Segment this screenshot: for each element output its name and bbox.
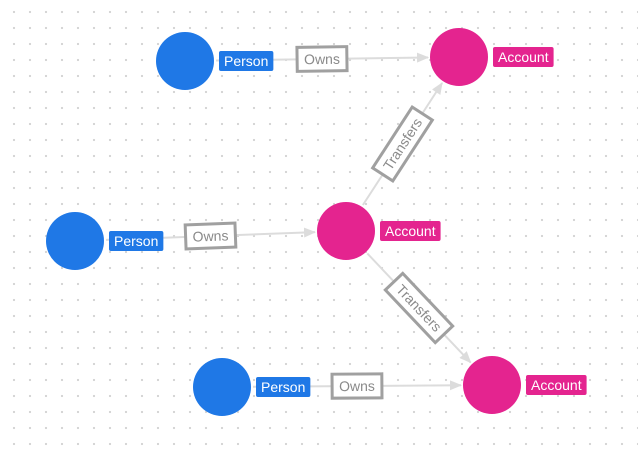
edge-label-text: Owns [192, 227, 228, 244]
edge-label-box [330, 372, 384, 400]
account-node[interactable]: Account [463, 356, 587, 414]
node-label-badge [256, 377, 311, 397]
node-label-text: Person [224, 53, 268, 69]
account-node[interactable]: Account [430, 28, 554, 86]
node-label-text: Account [498, 49, 549, 65]
node-label-badge [526, 375, 587, 395]
person-node[interactable]: Person [156, 32, 274, 90]
node-label-badge [219, 51, 274, 71]
edge-label-text: Owns [304, 51, 340, 68]
node-label-badge [493, 47, 554, 67]
node-label-text: Account [385, 223, 436, 239]
edge-owns[interactable]: Owns [215, 45, 430, 73]
edge-transfers[interactable]: Transfers [362, 82, 443, 206]
edge-label-box [370, 104, 435, 184]
person-node-circle[interactable] [46, 212, 104, 270]
person-node-circle[interactable] [193, 358, 251, 416]
account-node-circle[interactable] [463, 356, 521, 414]
edge-label-box [295, 45, 349, 73]
edge-label: Owns [295, 45, 349, 73]
edge-label-box [183, 221, 238, 251]
node-label-text: Person [261, 379, 305, 395]
edge-label-box [383, 271, 455, 345]
edge-label: Owns [183, 221, 238, 251]
edge-transfers[interactable]: Transfers [366, 252, 472, 364]
edge-label: Transfers [370, 104, 435, 184]
edge-label-text: Owns [339, 378, 375, 394]
account-node[interactable]: Account [317, 202, 441, 260]
person-node[interactable]: Person [46, 212, 164, 270]
node-label-badge [380, 221, 441, 241]
edge-label: Owns [330, 372, 384, 400]
node-label-text: Account [531, 377, 582, 393]
person-node[interactable]: Person [193, 358, 311, 416]
account-node-circle[interactable] [430, 28, 488, 86]
account-node-circle[interactable] [317, 202, 375, 260]
node-label-text: Person [114, 233, 158, 249]
node-label-badge [109, 231, 164, 251]
person-node-circle[interactable] [156, 32, 214, 90]
edge-label: Transfers [383, 271, 455, 345]
